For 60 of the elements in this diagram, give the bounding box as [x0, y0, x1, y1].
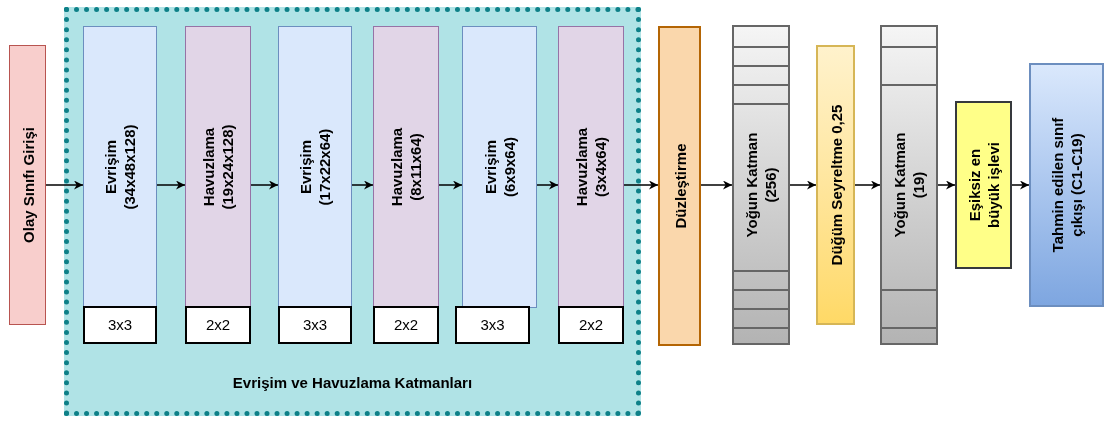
arrow — [250, 180, 279, 190]
arrow — [854, 180, 881, 190]
layer-label: Evrişim — [101, 139, 120, 195]
convolution-layer — [278, 26, 352, 308]
layer-size: (19x24x128) — [218, 124, 237, 210]
arrow — [536, 180, 559, 190]
layer-size: (8x11x64) — [406, 133, 425, 201]
kernel-size — [558, 306, 624, 344]
layer-label: Düğüm Seyreltme 0,25 — [826, 104, 845, 266]
layer-label: Havuzlama — [572, 127, 591, 207]
group-panel — [64, 7, 641, 416]
dense-layer — [880, 25, 938, 345]
layer-size: (6x9x64) — [499, 137, 519, 198]
layer-size: (17x22x64) — [315, 128, 334, 206]
kernel-label: 3x3 — [301, 314, 329, 335]
arrow — [937, 180, 956, 190]
kernel-size — [373, 306, 439, 344]
layer-size: (34x48x128) — [120, 124, 139, 210]
kernel-label: 2x2 — [577, 314, 605, 335]
convolution-layer — [462, 26, 537, 308]
pooling-layer — [558, 26, 624, 308]
softmax-box — [955, 101, 1012, 269]
kernel-label: 3x3 — [479, 314, 506, 335]
output-box — [1029, 63, 1104, 307]
kernel-label: 2x2 — [204, 314, 232, 335]
layer-label: Tahmin edilen sınıf çıkışı (C1-C19) — [1047, 116, 1086, 255]
layer-label: Havuzlama — [199, 127, 218, 207]
dropout-layer — [816, 45, 855, 325]
arrow — [1011, 180, 1030, 190]
layer-size: (19) — [909, 171, 928, 199]
layer-label: Yoğun Katman — [890, 132, 909, 238]
group-title: Evrişim ve Havuzlama Katmanları — [231, 372, 474, 393]
kernel-size — [455, 306, 530, 344]
layer-size: (3x4x64) — [591, 137, 610, 198]
layer-label: Evrişim — [296, 139, 315, 195]
layer-label: Evrişim — [480, 139, 500, 195]
arrow — [438, 180, 463, 190]
arrow — [623, 180, 659, 190]
input-box — [9, 45, 46, 325]
layer-label: Eşiksiz en büyük işlevi — [964, 141, 1003, 230]
dense-layer — [732, 25, 790, 345]
flatten-layer — [658, 26, 701, 346]
kernel-size — [83, 306, 157, 344]
arrow — [156, 180, 186, 190]
kernel-label: 3x3 — [106, 314, 134, 335]
pooling-layer — [185, 26, 251, 308]
arrow — [789, 180, 817, 190]
kernel-label: 2x2 — [392, 314, 420, 335]
arrow — [700, 180, 733, 190]
layer-size: (256) — [761, 167, 780, 203]
layer-label: Havuzlama — [387, 127, 406, 207]
pooling-layer — [373, 26, 439, 308]
layer-label: Düzleştirme — [670, 143, 689, 229]
convolution-layer — [83, 26, 157, 308]
layer-label: Olay Sınıfı Girişi — [18, 127, 37, 243]
kernel-size — [278, 306, 352, 344]
arrow — [45, 180, 84, 190]
arrow — [351, 180, 374, 190]
kernel-size — [185, 306, 251, 344]
layer-label: Yoğun Katman — [742, 132, 761, 238]
